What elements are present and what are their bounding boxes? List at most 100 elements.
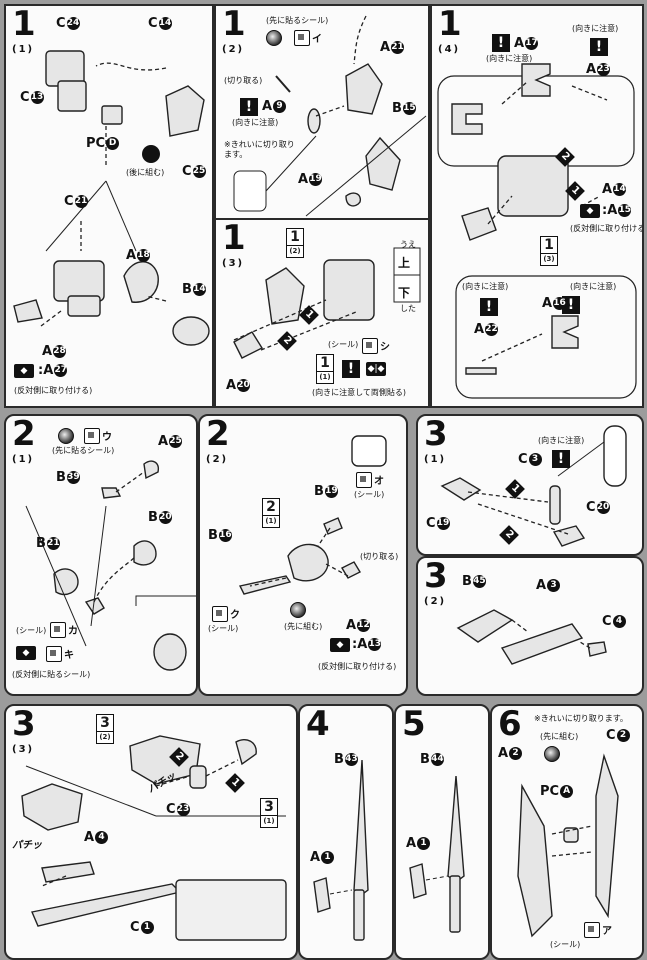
step-number: 2: [12, 414, 36, 454]
ref-step-3-1: 3(1): [260, 798, 278, 828]
step-2-1-panel: 2 (1) ウ (先に貼るシール) A25 B39 B20 B21 (シール) …: [4, 414, 198, 696]
sticker-i-label: イ: [312, 34, 322, 45]
caution-note: (向きに注意): [232, 118, 279, 127]
step-number: 5: [402, 704, 426, 744]
seal-note: (シール): [16, 626, 47, 635]
mirror-note: (反対側に取り付ける): [318, 662, 397, 671]
sticker-icon: [50, 622, 66, 638]
step-sub-number: (1): [12, 454, 35, 465]
part-label-b20: B20: [148, 510, 172, 525]
step-1-1-illustration: [13, 50, 210, 346]
part-label-b16: B16: [208, 528, 232, 543]
part-label-c20: C20: [586, 500, 610, 515]
step-3-1-illustration: [440, 425, 627, 547]
step-1-3-illustration: [233, 247, 421, 359]
part-label-c24: C24: [56, 16, 80, 31]
step-number: 1: [222, 218, 246, 258]
sticker-icon: [212, 606, 228, 622]
step-1-2-illustration: [233, 15, 427, 217]
ref-step-1-3: 1(3): [540, 236, 558, 266]
step-3-3-illustration: [21, 735, 287, 941]
part-label-a15: :A15: [602, 203, 632, 218]
step-4-illustration: [313, 759, 369, 941]
warning-icon: !: [562, 296, 580, 314]
sticker-icon: [584, 922, 600, 938]
part-label-a12: A12: [346, 618, 371, 633]
seal-note: (シール): [328, 340, 359, 349]
step-sub-number: (3): [222, 258, 245, 269]
sticker-a-label: ア: [602, 926, 612, 937]
step-number: 3: [424, 414, 448, 454]
part-label-a13: :A13: [352, 637, 382, 652]
step-sub-number: (1): [12, 44, 35, 55]
part-label-a16: A16: [542, 296, 567, 311]
caution-note: (向きに注意): [538, 436, 585, 445]
part-label-a17: A17: [514, 36, 539, 51]
mirror-icon: ◆: [330, 638, 350, 652]
step-number: 2: [206, 414, 230, 454]
seal-note-2: (シール): [208, 624, 239, 633]
seal-dot-icon: [266, 30, 282, 46]
mirror-icon: ◆: [16, 646, 36, 660]
seal-first-note: (先に貼るシール): [266, 16, 329, 25]
step-number: 1: [438, 4, 462, 44]
step-sub-number: (1): [424, 454, 447, 465]
ref-step-1-2: 1(2): [286, 228, 304, 258]
step-number: 4: [306, 704, 330, 744]
step-2-1-illustration: [25, 460, 196, 671]
step-number: 1: [222, 4, 246, 44]
warning-icon: !: [492, 34, 510, 52]
sticker-icon: [46, 646, 62, 662]
step-6-illustration: [517, 753, 619, 938]
down-label: 下: [398, 286, 411, 300]
mirror-note: (反対側に取り付ける): [14, 386, 93, 395]
part-label-a27: :A27: [38, 363, 68, 378]
assemble-first-note: (先に組む): [540, 732, 579, 741]
part-label-a28: A28: [42, 344, 67, 359]
part-label-b15: B15: [392, 101, 416, 116]
step-2-2-illustration: [238, 435, 387, 595]
part-label-a20: A20: [226, 378, 251, 393]
mirror-note: (反対側に取り付ける): [570, 224, 644, 233]
part-label-a18: A18: [126, 248, 151, 263]
sticker-ki-label: キ: [64, 650, 74, 661]
step-sub-number: (2): [222, 44, 245, 55]
warning-icon: !: [240, 98, 258, 116]
warning-icon: !: [342, 360, 360, 378]
caution-note: (向きに注意): [486, 54, 533, 63]
step-sub-number: (2): [206, 454, 229, 465]
cut-note: (切り取る): [360, 552, 399, 561]
warning-icon: !: [480, 298, 498, 316]
mirror-icon: ◆: [580, 204, 600, 218]
both-sides-note: (向きに注意して両側貼る): [312, 388, 407, 397]
part-label-a14: A14: [602, 182, 627, 197]
part-label-b39: B39: [56, 470, 80, 485]
part-label-b21: B21: [36, 536, 60, 551]
sticker-icon: [356, 472, 372, 488]
step-number: 6: [498, 704, 522, 744]
caution-note-3: (向きに注意): [462, 282, 509, 291]
part-label-c25: C25: [182, 164, 206, 179]
sticker-icon: [294, 30, 310, 46]
clean-cut-note: ※きれいに切り取ります。: [224, 140, 295, 159]
part-label-b19: B19: [314, 484, 338, 499]
part-label-a21: A21: [380, 40, 405, 55]
step-1-4-illustration: [437, 63, 637, 399]
step-2-2-panel: 2 (2) オ (シール) B19 2(1) B16 (切り取る) ク (シール…: [198, 414, 408, 696]
ref-step-2-1: 2(1): [262, 498, 280, 528]
caution-note-4: (向きに注意): [570, 282, 617, 291]
sticker-o-label: オ: [374, 476, 384, 487]
sticker-ku-label: ク: [230, 610, 240, 621]
ref-step-1-1: 1(1): [316, 354, 334, 384]
seal-note: (シール): [354, 490, 385, 499]
